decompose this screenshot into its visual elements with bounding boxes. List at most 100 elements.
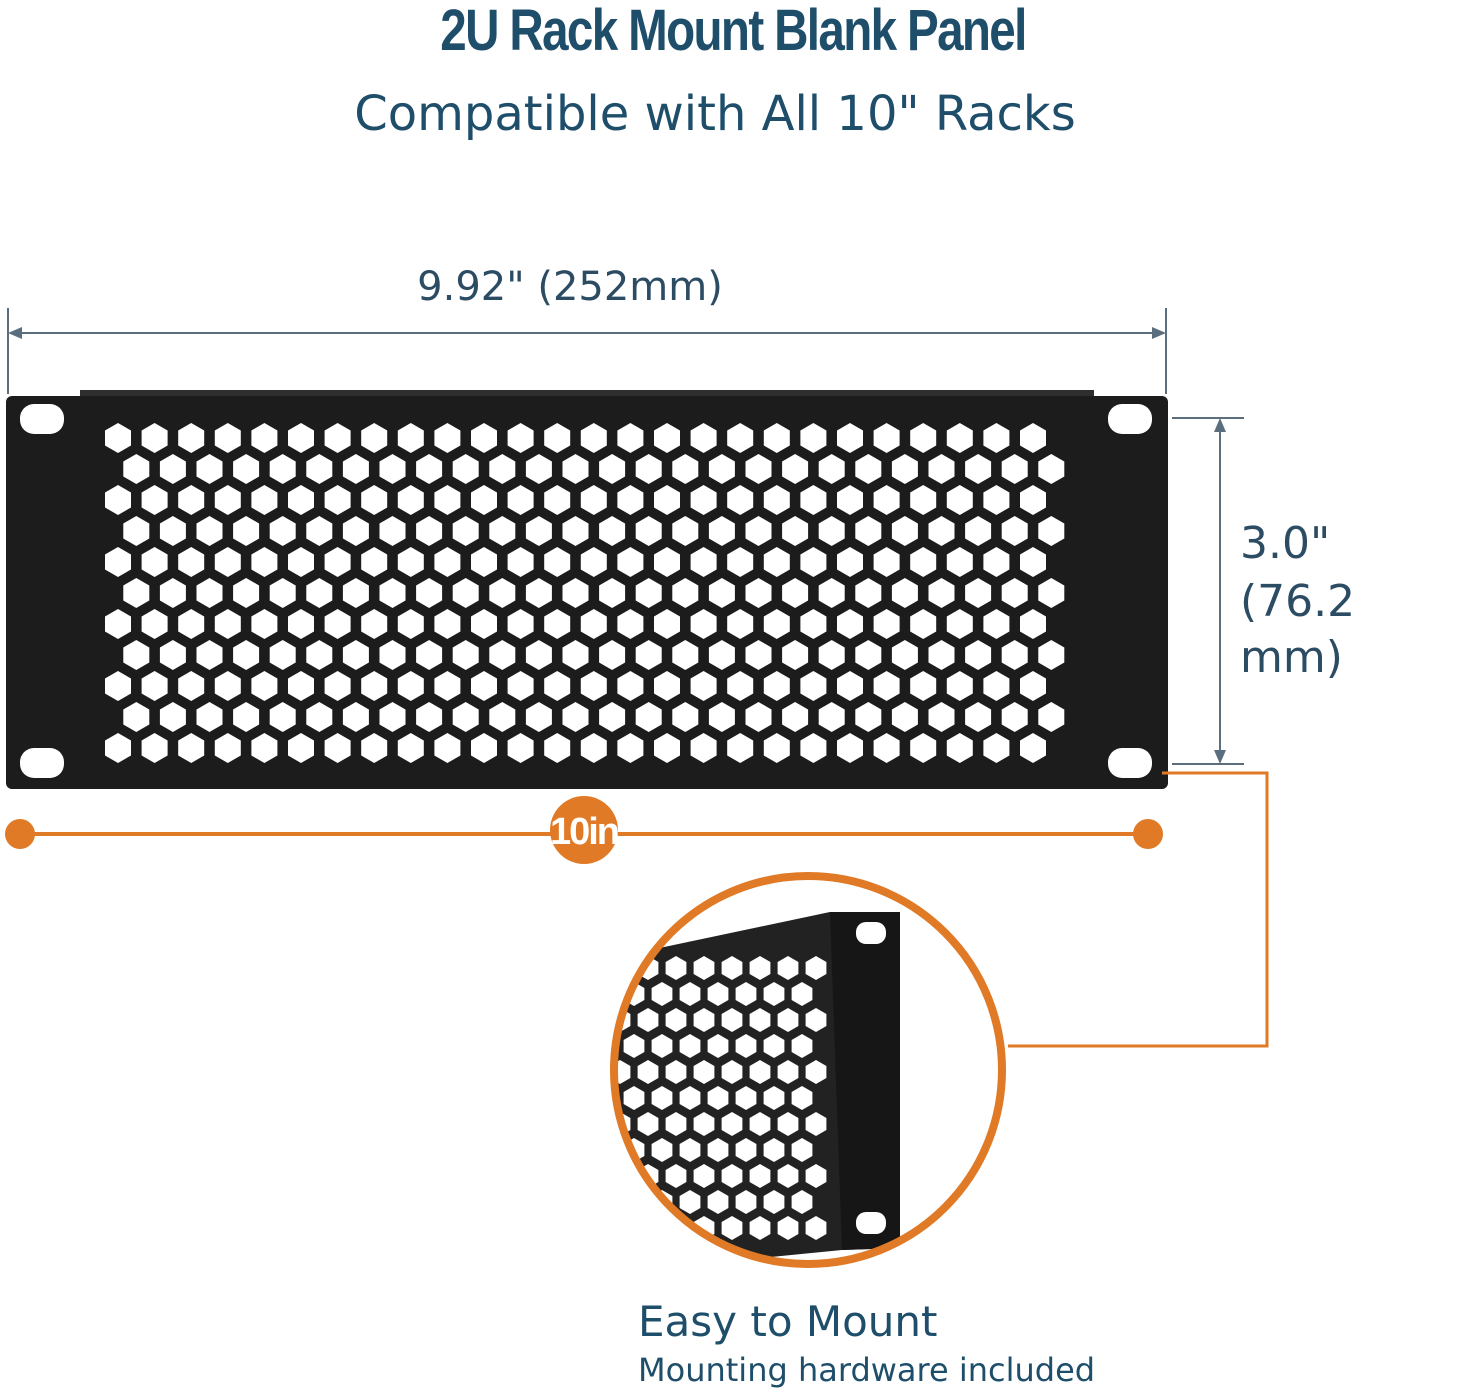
zoom-vent-hole	[735, 1138, 757, 1162]
zoom-vent-hole	[721, 1164, 743, 1188]
vent-hole	[800, 671, 827, 701]
zoom-vent-hole	[791, 1034, 813, 1058]
vent-hole	[782, 640, 809, 670]
vent-hole	[965, 640, 992, 670]
vent-hole	[1020, 733, 1046, 763]
vent-hole	[946, 485, 973, 515]
zoom-vent-hole	[651, 1034, 673, 1058]
zoom-vent-hole	[665, 1112, 687, 1136]
vent-hole	[196, 578, 223, 608]
vent-hole	[928, 702, 955, 732]
vent-hole	[105, 671, 131, 701]
zoom-vent-hole	[707, 982, 729, 1006]
vent-hole	[379, 702, 406, 732]
page-subtitle: Compatible with All 10" Racks	[354, 86, 1076, 142]
vent-hole	[672, 454, 699, 484]
vent-hole	[672, 640, 699, 670]
vent-hole	[910, 547, 937, 577]
vent-hole	[342, 516, 369, 546]
vent-hole	[306, 516, 333, 546]
zoom-vent-hole	[791, 982, 813, 1006]
vent-hole	[141, 609, 168, 639]
zoom-vent-hole	[777, 956, 799, 980]
vent-hole	[159, 702, 186, 732]
overall-width-line: 10in	[5, 796, 1163, 864]
vent-hole	[416, 702, 443, 732]
vent-hole	[141, 733, 168, 763]
vent-hole	[580, 547, 607, 577]
zoom-vent-hole	[679, 1034, 701, 1058]
vent-hole	[434, 671, 461, 701]
zoom-vent-hole	[707, 1190, 729, 1214]
vent-hole	[763, 609, 790, 639]
vent-hole	[635, 640, 662, 670]
vent-hole	[361, 609, 388, 639]
vent-hole	[178, 733, 205, 763]
zoom-vent-hole	[805, 1216, 827, 1240]
vent-hole	[123, 640, 150, 670]
vent-hole	[617, 485, 644, 515]
vent-hole	[580, 485, 607, 515]
vent-hole	[818, 578, 845, 608]
vent-hole	[141, 423, 168, 453]
vent-hole	[763, 423, 790, 453]
zoom-vent-hole	[791, 1086, 813, 1110]
zoom-vent-hole	[735, 982, 757, 1006]
vent-hole	[1038, 454, 1065, 484]
vent-hole	[763, 485, 790, 515]
vent-hole	[269, 702, 296, 732]
vent-hole	[727, 671, 754, 701]
zoom-vent-hole	[693, 1112, 715, 1136]
vent-hole	[507, 671, 534, 701]
vent-hole	[946, 671, 973, 701]
vent-hole	[727, 547, 754, 577]
vent-hole	[782, 578, 809, 608]
vent-hole	[544, 547, 571, 577]
vent-hole	[855, 702, 882, 732]
vent-hole	[507, 733, 534, 763]
vent-hole	[416, 578, 443, 608]
vent-hole	[269, 516, 296, 546]
vent-hole	[965, 454, 992, 484]
vent-hole	[397, 547, 424, 577]
vent-hole	[288, 671, 314, 701]
vent-hole	[910, 485, 937, 515]
vent-hole	[214, 609, 241, 639]
vent-hole	[397, 609, 424, 639]
vent-hole	[288, 609, 314, 639]
vent-hole	[727, 609, 754, 639]
vent-hole	[727, 423, 754, 453]
zoom-vent-hole	[777, 1060, 799, 1084]
zoom-vent-hole	[651, 1086, 673, 1110]
zoom-vent-hole	[735, 1190, 757, 1214]
overall-width-badge: 10in	[550, 811, 618, 853]
zoom-vent-hole	[749, 1216, 771, 1240]
zoom-vent-hole	[637, 1216, 659, 1240]
vent-hole	[708, 578, 735, 608]
vent-hole	[745, 454, 772, 484]
vent-hole	[910, 609, 937, 639]
vent-hole	[269, 640, 296, 670]
vent-hole	[471, 671, 497, 701]
vent-hole	[233, 702, 260, 732]
vent-hole	[763, 733, 790, 763]
vent-hole	[855, 454, 882, 484]
vent-hole	[837, 671, 863, 701]
vent-hole	[452, 640, 479, 670]
vent-hole	[1038, 702, 1065, 732]
zoom-vent-hole	[679, 982, 701, 1006]
zoom-vent-hole	[637, 1112, 659, 1136]
vent-hole	[837, 485, 863, 515]
vent-hole	[617, 733, 644, 763]
detail-caption-title: Easy to Mount	[638, 1297, 938, 1346]
vent-hole	[141, 671, 168, 701]
vent-hole	[745, 578, 772, 608]
zoom-detail	[610, 872, 1006, 1268]
vent-hole	[580, 671, 607, 701]
vent-hole	[617, 423, 644, 453]
vent-hole	[690, 547, 717, 577]
vent-hole	[178, 423, 205, 453]
vent-hole	[910, 733, 937, 763]
vent-hole	[525, 702, 552, 732]
vent-hole	[654, 485, 680, 515]
